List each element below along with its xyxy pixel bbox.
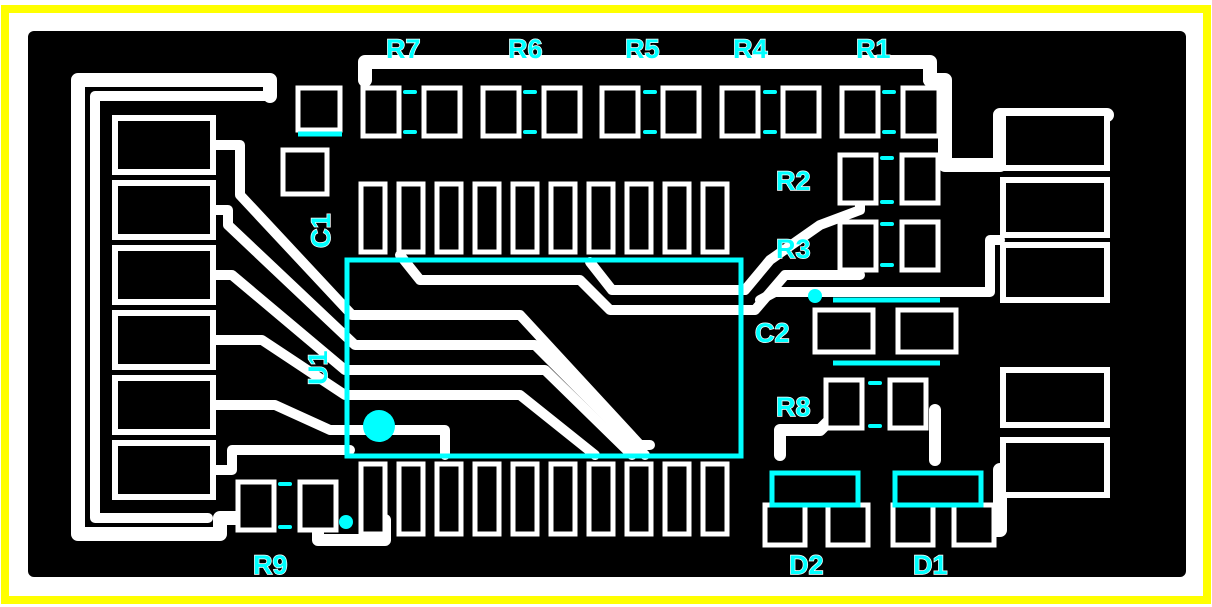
label-d1: D1 (913, 550, 948, 580)
ic-pin (396, 181, 426, 255)
ic-pin (624, 461, 654, 537)
r4-pad (719, 85, 761, 139)
u1-bottom-pins (358, 461, 730, 537)
c1-pad (295, 85, 343, 133)
r5-pad (660, 85, 702, 139)
connector-pad (112, 310, 216, 370)
ic-pin (358, 181, 388, 255)
r2-pad (899, 152, 941, 206)
c2-pad (812, 307, 876, 355)
label-r1: R1 (856, 34, 891, 64)
ic-pin (358, 461, 388, 537)
d1-pad (951, 502, 997, 548)
ic-pin (434, 461, 464, 537)
d2-pad (825, 502, 871, 548)
trace-left-outer (71, 73, 277, 541)
r9-pad (297, 479, 339, 533)
label-r7: R7 (386, 34, 421, 64)
ic-pin (586, 181, 616, 255)
trace-u1-b (205, 205, 650, 460)
r2-pad (837, 152, 879, 206)
label-d2: D2 (789, 550, 824, 580)
designators: R7 R6 R5 R4 R1 R2 R3 C2 R8 R9 D2 D1 C1 U… (252, 33, 948, 580)
ic-pin (548, 461, 578, 537)
connector-pad (112, 245, 216, 305)
ic-pin (548, 181, 578, 255)
label-c1: C1 (306, 213, 336, 248)
smd-pads (235, 85, 997, 548)
r8-pad (823, 377, 865, 431)
label-r2: R2 (776, 166, 811, 196)
d1-outline (892, 470, 984, 508)
label-r3: R3 (776, 234, 811, 264)
connector-pad (1000, 110, 1110, 171)
connector-pad (1000, 242, 1110, 303)
resistor-silk-marks (278, 90, 896, 529)
label-r6: R6 (508, 34, 543, 64)
d2-outline (769, 470, 861, 508)
trace-r3-c2 (755, 235, 1005, 305)
ic-pin (586, 461, 616, 537)
c1-pad (280, 147, 330, 197)
ic-pin (662, 461, 692, 537)
connector-pad (1000, 177, 1110, 238)
label-r8: R8 (776, 392, 811, 422)
r7-pad (360, 85, 402, 139)
c2-polarity-dot (808, 289, 822, 303)
r6-pad (480, 85, 522, 139)
r3-pad (899, 219, 941, 273)
r9-pad (235, 479, 277, 533)
connector-pad (112, 375, 216, 435)
trace-u1-f (205, 445, 355, 475)
r3-pad (837, 219, 879, 273)
r7-pad (421, 85, 463, 139)
trace-mid-2 (585, 175, 865, 295)
label-r5: R5 (625, 34, 660, 64)
left-connector (112, 115, 216, 500)
d2-pad (762, 502, 808, 548)
r8-pad (887, 377, 929, 431)
label-r9: R9 (253, 550, 288, 580)
ic-pin (700, 181, 730, 255)
ic-pin (700, 461, 730, 537)
connector-pad (112, 180, 216, 240)
r6-pad (541, 85, 583, 139)
right-connector (1000, 110, 1110, 498)
u1-outline (344, 257, 744, 459)
d1-pad (890, 502, 936, 548)
connector-pad (112, 115, 216, 175)
ic-pin (434, 181, 464, 255)
ic-pin (396, 461, 426, 537)
ic-pin (662, 181, 692, 255)
label-u1: U1 (303, 350, 333, 385)
r1-pad (900, 85, 942, 139)
trace-mid-1 (395, 250, 865, 315)
connector-pad (1000, 437, 1110, 498)
ic-pin (510, 181, 540, 255)
trace-left-inner (90, 91, 275, 523)
r1-pad (839, 85, 881, 139)
u1-top-pins (358, 181, 730, 255)
trace-u1-e (205, 400, 450, 460)
ic-pin (510, 461, 540, 537)
label-c2: C2 (755, 318, 790, 348)
u1-pin1-marker (363, 410, 395, 442)
c2-pad (895, 307, 959, 355)
trace-top-bus (358, 55, 937, 87)
r4-pad (780, 85, 822, 139)
ic-pin (472, 181, 502, 255)
ic-pin (624, 181, 654, 255)
r9-marker-dot (339, 515, 353, 529)
r5-pad (599, 85, 641, 139)
ic-pin (472, 461, 502, 537)
connector-pad (112, 440, 216, 500)
connector-pad (1000, 367, 1110, 428)
silkscreen (278, 90, 984, 529)
label-r4: R4 (733, 34, 768, 64)
